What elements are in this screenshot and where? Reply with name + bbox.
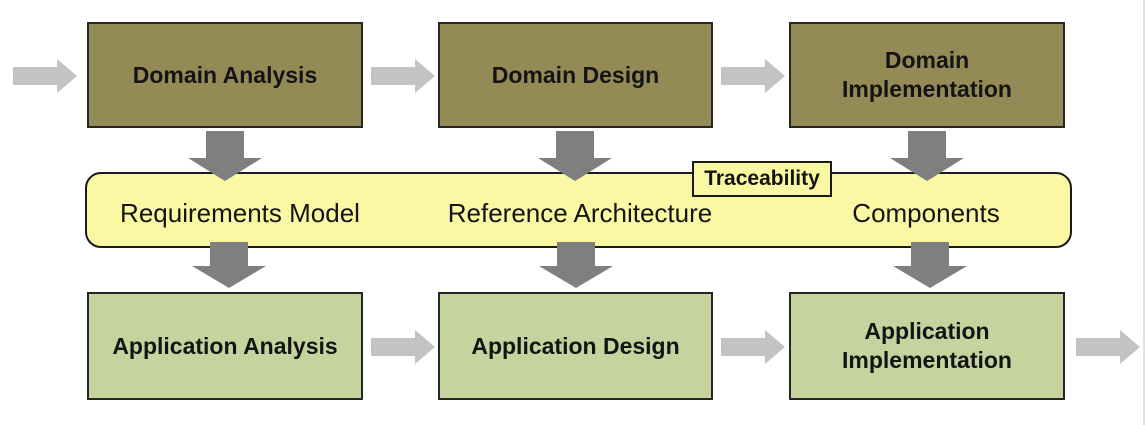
arrow-right-application-implementation-exit — [1076, 330, 1140, 364]
box-application-implementation: Application Implementation — [789, 292, 1065, 400]
arrow-right-application-analysis-to-application-design — [371, 330, 435, 364]
box-domain-implementation: Domain Implementation — [789, 22, 1065, 128]
arrow-down-band-to-application-implementation — [893, 242, 967, 288]
arrow-right-domain-design-to-domain-implementation — [721, 59, 785, 93]
box-label-domain-design: Domain Design — [491, 61, 660, 88]
arrow-right-entry-to-domain-analysis — [13, 59, 77, 93]
traceability-tag: Traceability — [692, 161, 832, 197]
box-label-domain-implementation: Domain Implementation — [842, 47, 1012, 102]
box-label-domain-analysis: Domain Analysis — [132, 61, 318, 88]
box-domain-design: Domain Design — [438, 22, 713, 128]
arrow-right-domain-analysis-to-domain-design — [371, 59, 435, 93]
band-item-components: Components — [852, 198, 1000, 228]
box-domain-analysis: Domain Analysis — [87, 22, 363, 128]
page-right-border — [1143, 0, 1145, 425]
box-label-application-design: Application Design — [471, 332, 680, 359]
box-application-analysis: Application Analysis — [87, 292, 363, 400]
box-application-design: Application Design — [438, 292, 713, 400]
arrow-down-domain-implementation-to-band — [890, 131, 964, 181]
arrow-right-application-design-to-application-implementation — [721, 330, 785, 364]
box-label-application-implementation: Application Implementation — [842, 318, 1012, 373]
band-item-requirements-model: Requirements Model — [120, 198, 360, 228]
arrow-down-band-to-application-design — [539, 242, 613, 288]
arrow-down-domain-analysis-to-band — [188, 131, 262, 181]
band-item-reference-architecture: Reference Architecture — [447, 198, 713, 228]
arrow-down-domain-design-to-band — [538, 131, 612, 181]
arrow-down-band-to-application-analysis — [192, 242, 266, 288]
box-label-application-analysis: Application Analysis — [112, 332, 338, 359]
